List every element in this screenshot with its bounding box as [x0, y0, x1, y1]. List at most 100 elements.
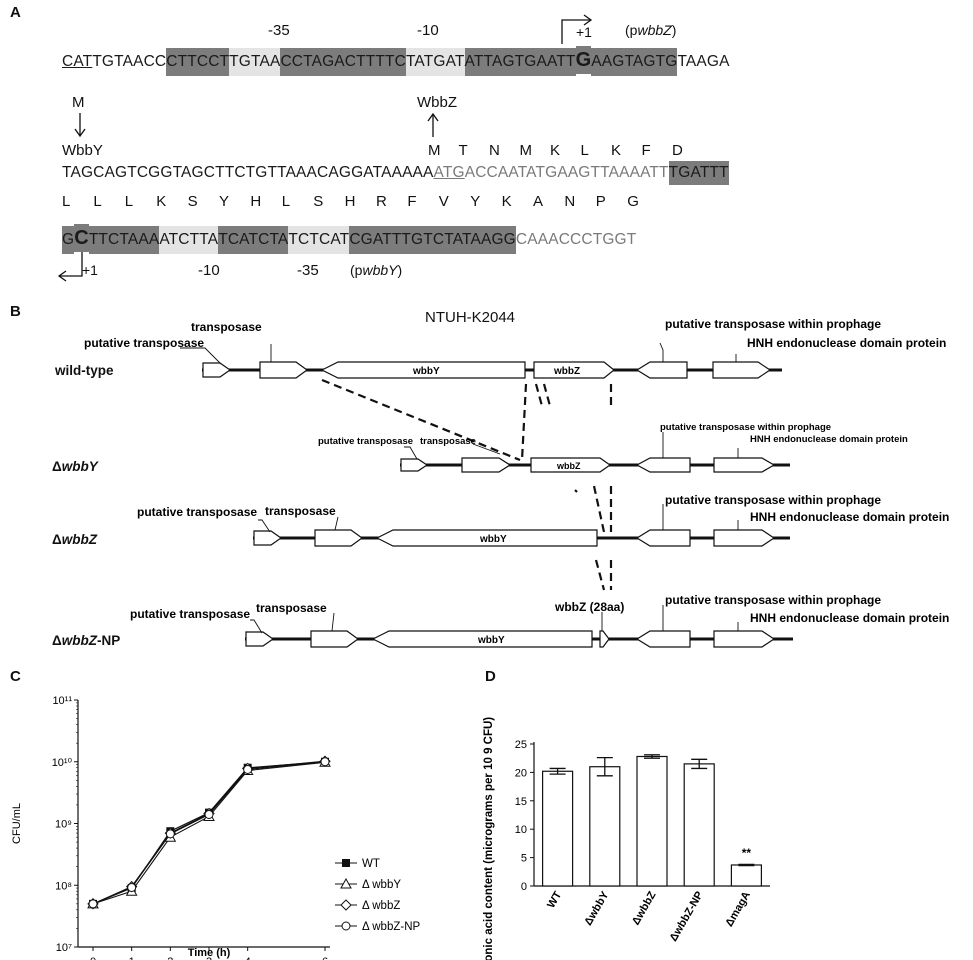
sequence-line-1: CATTGTAACCCTTCCTTGTAACCTAGACTTTTCTATGATA…: [62, 46, 730, 76]
series-1: [87, 756, 331, 909]
np-transposase-label: transposase: [256, 601, 327, 615]
delta-wbbz-locus: [253, 504, 790, 547]
sequence-segment: TGATTT: [668, 161, 729, 185]
legend-marker: [340, 877, 352, 889]
legend-marker: [340, 899, 352, 911]
strain-wild-type-label: wild-type: [55, 363, 114, 378]
bar: [541, 770, 574, 887]
amino-acid: L: [580, 142, 589, 159]
dz-wbby-label: wbbY: [479, 534, 507, 545]
amino-acid: L: [124, 193, 134, 210]
wt-wbby-gene: [320, 361, 526, 379]
wt-prophage-transposase-gene: [635, 361, 688, 379]
np-wbby-label: wbbY: [477, 635, 505, 646]
amino-acid: N: [489, 142, 500, 159]
dy-wbbz-gene: [530, 457, 612, 473]
tss-bottom-arrow-icon: [57, 252, 83, 282]
data-point: [88, 899, 98, 909]
data-point: [165, 829, 175, 839]
legend-label: Δ wbbZ-NP: [362, 921, 420, 933]
amino-acid: L: [93, 193, 102, 210]
promoter-wbby-label: (pwbbY): [350, 262, 403, 278]
amino-acid: R: [376, 193, 387, 210]
sequence-segment: ATCTTA: [159, 226, 219, 254]
sequence-segment: TTCTAAA: [88, 226, 160, 254]
sequence-segment: TGTAACC: [92, 53, 167, 70]
series-2: [87, 755, 331, 910]
wt-wbbz-label: wbbZ: [553, 366, 580, 377]
data-point: [127, 882, 137, 892]
series-0: [89, 757, 329, 908]
minus35-bottom-label: -35: [297, 262, 319, 279]
amino-acid: M: [428, 142, 441, 159]
wt-putative-transposase-gene: [202, 362, 232, 378]
wt-wbbz-gene: [533, 361, 615, 379]
sequence-segment: G: [575, 46, 592, 74]
down-arrow-icon: [74, 113, 86, 138]
sequence-segment: ATG: [433, 164, 465, 181]
x-tick-label: 2: [167, 956, 173, 960]
plus1-bottom-label: +1: [82, 262, 98, 278]
sequence-segment: CCTAGACTTTTC: [280, 48, 406, 76]
wt-prophage-label: putative transposase within prophage: [665, 317, 881, 331]
y-tick-label: 15: [515, 796, 527, 808]
bar: [589, 766, 621, 887]
wt-putative-transposase-label: putative transposase: [84, 336, 204, 350]
np-putative-transposase-label: putative transposase: [130, 607, 250, 621]
legend-marker: [342, 859, 350, 867]
np-transposase-gene: [310, 630, 360, 648]
wbby-start-m-label: M: [72, 94, 85, 111]
x-category-label: ΔwbbZ: [630, 889, 659, 927]
legend-label: WT: [362, 858, 380, 870]
strain-delta-wbbz-label: ΔwbbZ: [52, 532, 97, 547]
bar: [636, 755, 668, 887]
strain-delta-wbby-label: ΔwbbY: [52, 459, 98, 474]
x-category-label: WT: [545, 889, 564, 910]
wt-wbby-label: wbbY: [412, 366, 440, 377]
dy-transposase-label: transposase: [420, 436, 476, 447]
sequence-segment: C: [74, 224, 89, 252]
amino-acid: P: [595, 193, 606, 210]
dz-hnh-gene: [713, 529, 776, 547]
dz-hnh-label: HNH endonuclease domain protein: [750, 510, 949, 524]
data-point: [243, 764, 253, 774]
legend-label: Δ wbbY: [362, 879, 401, 891]
sequence-segment: TATGAT: [405, 48, 465, 76]
data-point: [204, 809, 214, 819]
sequence-segment: AAGTAGTG: [591, 48, 678, 76]
sequence-line-2: TAGCAGTCGGTAGCTTCTGTTAAACAGGATAAAAAATGAC…: [62, 161, 729, 185]
x-category-label: ΔwbbY: [582, 889, 611, 928]
sequence-segment: ACCAATATGAAGTTAAAATT: [464, 164, 669, 181]
np-wbby-gene: [371, 630, 593, 648]
dy-putative-transposase-gene: [400, 458, 429, 472]
x-tick-label: 1: [129, 956, 135, 960]
np-putative-transposase-gene: [245, 631, 275, 647]
data-point: [320, 757, 330, 767]
gene-diagram: .bk { stroke:#111; stroke-width:3; } .ar…: [84, 317, 949, 648]
np-prophage-transposase-gene: [635, 630, 691, 648]
amino-acid: S: [187, 193, 198, 210]
y-tick-label: 10: [515, 824, 527, 836]
dz-putative-transposase-gene: [253, 530, 283, 546]
amino-acid: G: [627, 193, 639, 210]
panel-b-letter: B: [10, 303, 21, 320]
x-category-label: ΔmagA: [723, 889, 753, 928]
y-tick-label: 10¹⁰: [52, 757, 73, 769]
dz-prophage-label: putative transposase within prophage: [665, 493, 881, 507]
x-tick-label: 0: [90, 956, 96, 960]
y-axis-title: CFU/mL: [11, 803, 23, 844]
y-axis-title: uronic acid content (micrograms per 10 9…: [483, 717, 495, 960]
wt-hnh-gene: [712, 361, 772, 379]
series-line: [92, 761, 326, 905]
amino-acid: L: [62, 193, 71, 210]
minus10-top-label: -10: [417, 22, 439, 39]
dz-transposase-label: transposase: [265, 504, 336, 518]
sequence-segment: TCTCAT: [288, 226, 350, 254]
dy-hnh-gene: [713, 457, 776, 473]
sequence-segment: TAAGA: [677, 53, 730, 70]
sequence-segment: CAT: [62, 53, 93, 70]
wt-transposase-gene: [259, 361, 309, 379]
up-arrow-icon: [427, 112, 439, 137]
significance-label: **: [742, 846, 752, 860]
